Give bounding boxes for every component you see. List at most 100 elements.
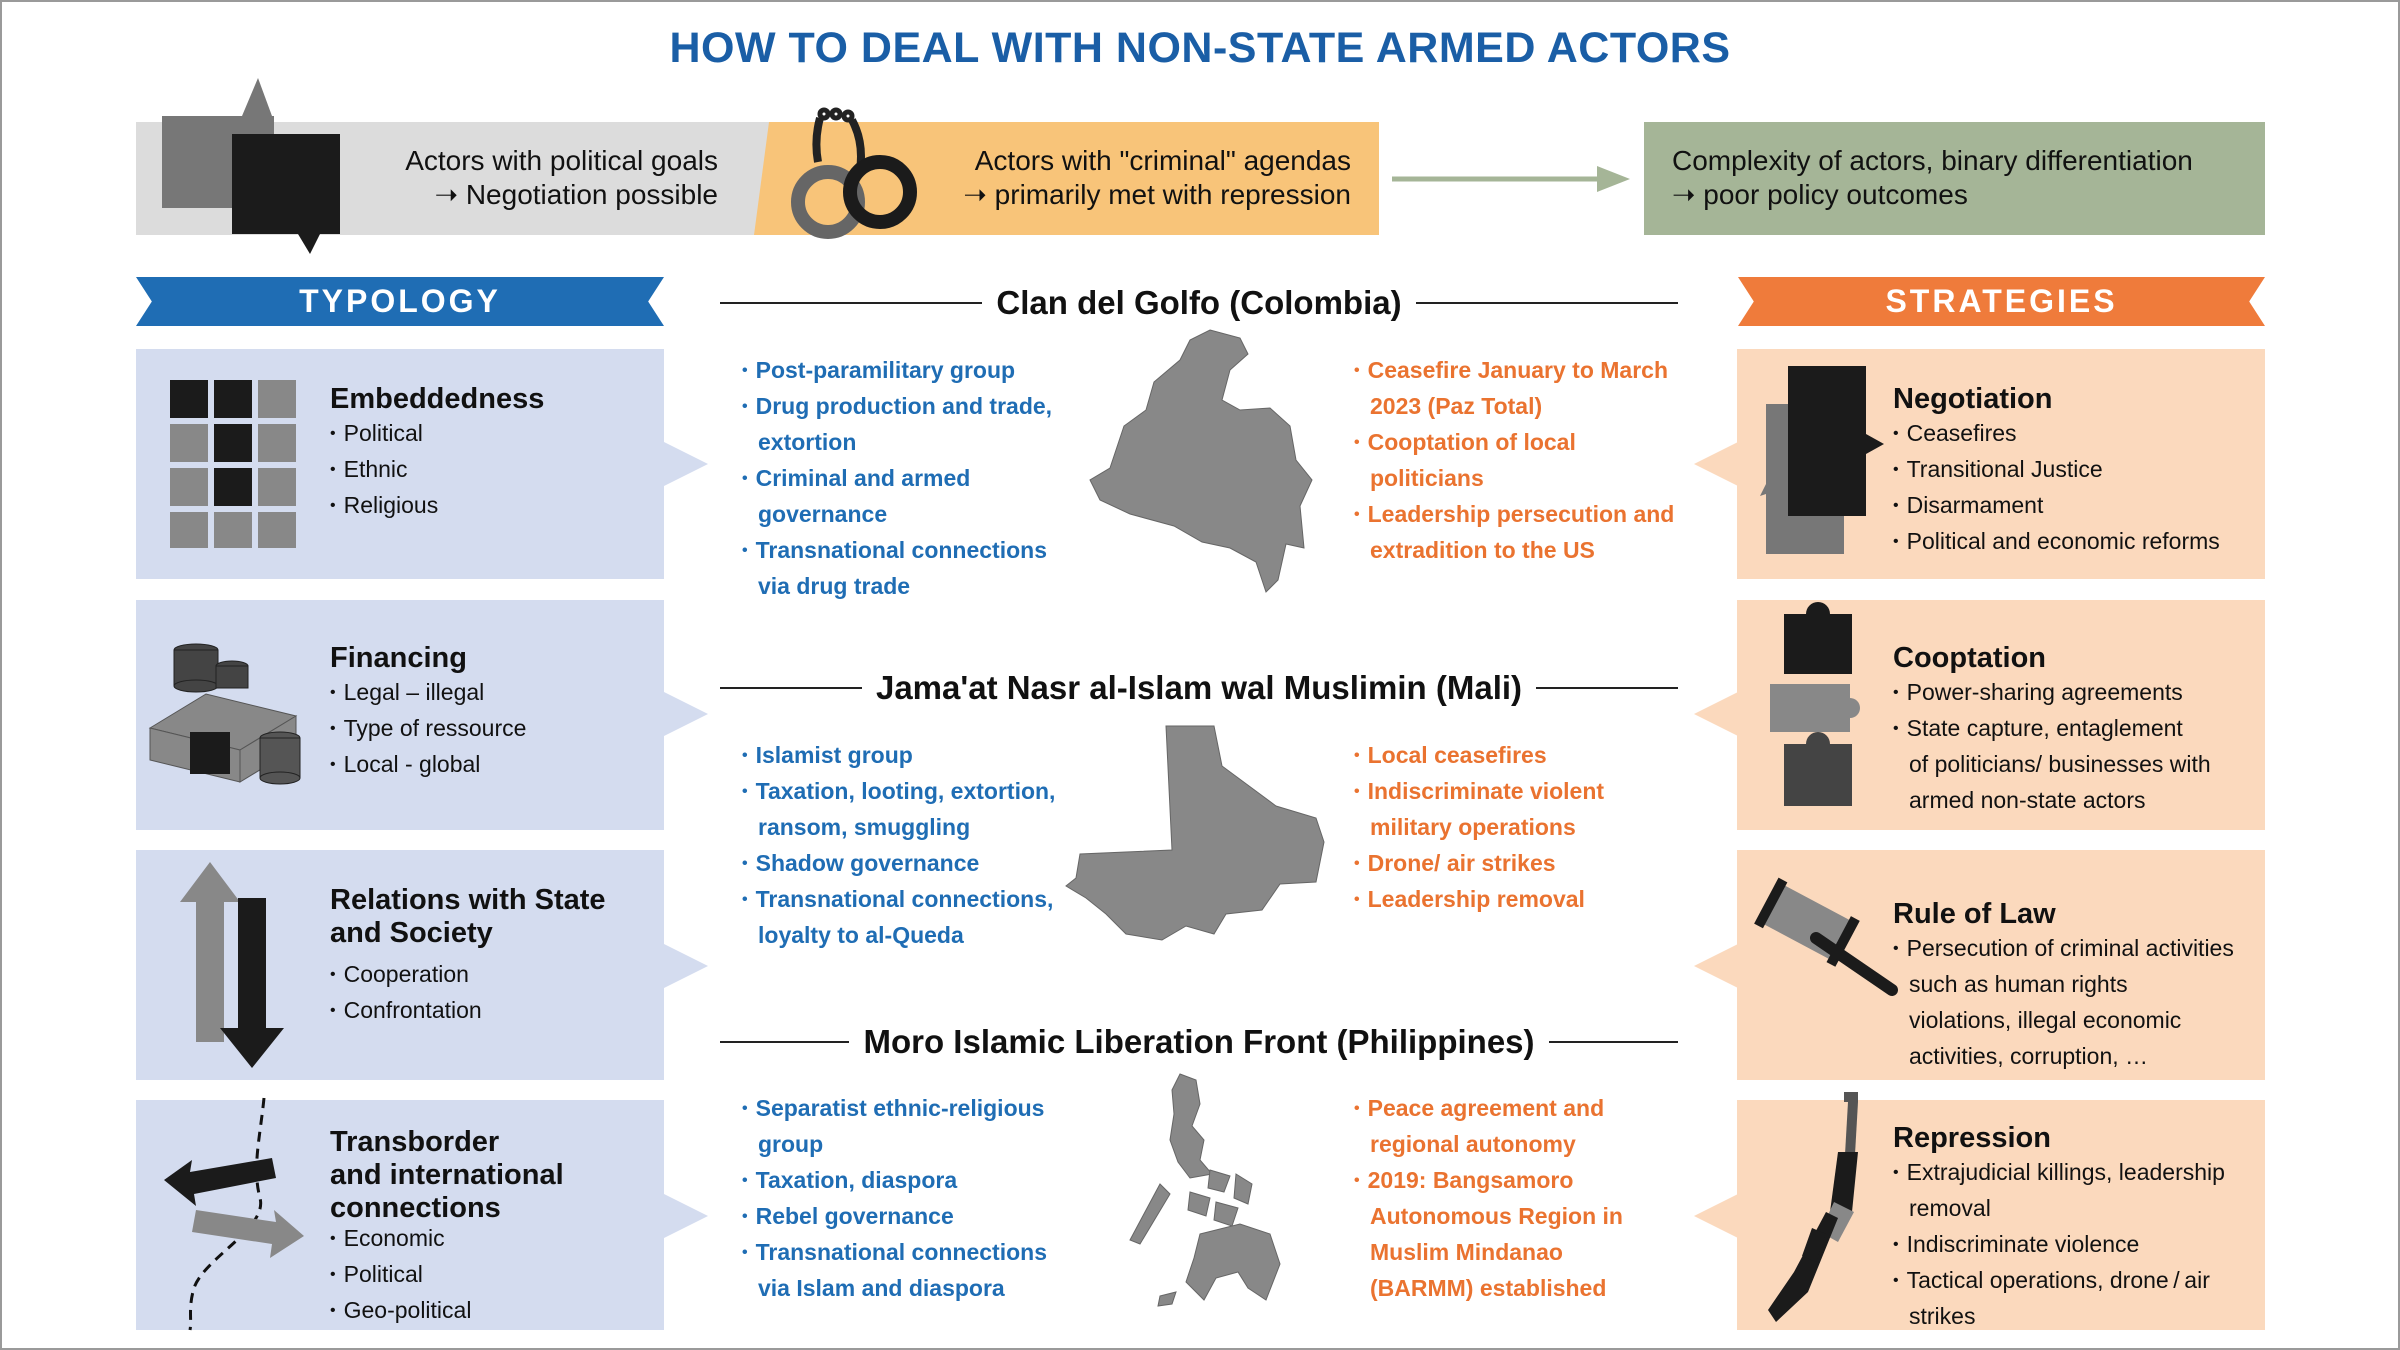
panel-title-line1: Relations with State: [330, 884, 606, 916]
typology-header: TYPOLOGY: [136, 277, 664, 326]
panel-pointer: [1694, 692, 1738, 736]
complexity-box: Complexity of actors, binary differentia…: [1644, 122, 2265, 235]
list-item: Taxation, looting, extortion,: [742, 775, 1056, 811]
list-item: Economic: [330, 1222, 471, 1258]
panel-title: Embeddedness: [330, 383, 545, 415]
up-down-arrows-icon: [180, 862, 284, 1068]
list-item: (BARMM) established: [1370, 1275, 1607, 1301]
list-item: governance: [758, 501, 888, 527]
grid-blocks-icon: [170, 380, 296, 548]
list-item: Disarmament: [1893, 489, 2220, 525]
list-item: Drug production and trade,: [742, 390, 1052, 426]
list-item: Rebel governance: [742, 1200, 1047, 1236]
list-item: 2019: Bangsamoro: [1354, 1164, 1623, 1200]
case-responses-philippines: Peace agreement and regional autonomy 20…: [1354, 1092, 1623, 1308]
list-item: 2023 (Paz Total): [1370, 393, 1543, 419]
list-item: Leadership removal: [1354, 883, 1604, 919]
list-item: activities, corruption, …: [1909, 1043, 2149, 1069]
list-item: Cooperation: [330, 958, 482, 994]
political-actors-line1: Actors with political goals: [405, 145, 718, 176]
rifle-icon: [1768, 1092, 1858, 1322]
list-item: Tactical operations, drone / air: [1893, 1264, 2225, 1300]
list-item: Political: [330, 417, 438, 453]
panel-pointer: [664, 692, 708, 736]
criminal-actors-line2: primarily met with repression: [994, 179, 1351, 210]
political-actors-line2: Negotiation possible: [465, 179, 718, 210]
panel-pointer: [1694, 1194, 1738, 1238]
list-item: Geo-political: [330, 1294, 472, 1330]
list-item: Political: [330, 1258, 471, 1294]
list-item: Legal – illegal: [330, 676, 526, 712]
list-item: extortion: [758, 429, 857, 455]
list-item: regional autonomy: [1370, 1131, 1576, 1157]
list-item: strikes: [1909, 1303, 1976, 1329]
handcuffs-icon: [791, 107, 917, 239]
panel-title-line2: and international: [330, 1159, 564, 1191]
case-characteristics-mali: Islamist group Taxation, looting, extort…: [742, 739, 1056, 955]
divider-line: [1415, 302, 1678, 304]
list-item: such as human rights: [1909, 971, 2128, 997]
divider-line: [1548, 1041, 1679, 1043]
list-item: Transnational connections,: [742, 883, 1055, 919]
list-item: military operations: [1370, 814, 1576, 840]
list-item: Indiscriminate violence: [1893, 1228, 2225, 1264]
list-item: of politicians/ businesses with: [1909, 751, 2211, 777]
list-item: group: [758, 1131, 824, 1157]
list-item: Indiscriminate violent: [1354, 775, 1604, 811]
list-item: via Islam and diaspora: [758, 1275, 1005, 1301]
speech-bubbles-icon: [162, 78, 340, 254]
list-item: Ethnic: [330, 453, 438, 489]
list-item: Confrontation: [330, 994, 482, 1030]
list-item: Transnational connections: [742, 1236, 1047, 1272]
list-item: Peace agreement and: [1354, 1092, 1623, 1128]
mali-map-icon: [1065, 725, 1325, 941]
panel-title: Rule of Law: [1893, 898, 2056, 930]
list-item: Cooptation of local: [1354, 426, 1674, 462]
panel-title: Repression: [1893, 1122, 2051, 1154]
case-header-philippines: Moro Islamic Liberation Front (Philippin…: [720, 1022, 1679, 1062]
list-item: Religious: [330, 489, 439, 525]
page-title: HOW TO DEAL WITH NON-STATE ARMED ACTORS: [669, 24, 1731, 72]
list-item: armed non-state actors: [1909, 787, 2146, 813]
case-responses-colombia: Ceasefire January to March 2023 (Paz Tot…: [1354, 354, 1675, 570]
list-item: removal: [1909, 1195, 1991, 1221]
list-item: via drug trade: [758, 573, 911, 599]
divider-line: [720, 1041, 850, 1043]
case-name: Jama'at Nasr al-Islam wal Muslimin (Mali…: [875, 669, 1523, 706]
case-name: Moro Islamic Liberation Front (Philippin…: [863, 1023, 1535, 1060]
arrow-right-icon: ➝: [963, 179, 987, 210]
panel-title: Financing: [330, 642, 467, 674]
gavel-icon: [1754, 877, 1898, 996]
list-item: Autonomous Region in: [1370, 1203, 1623, 1229]
list-item: State capture, entaglement: [1893, 712, 2211, 748]
list-item: Local - global: [330, 748, 526, 784]
divider-line: [720, 687, 862, 689]
complexity-line2: poor policy outcomes: [1703, 179, 1968, 210]
arrow-right-icon: ➝: [434, 179, 459, 210]
panel-title: Cooptation: [1893, 642, 2047, 674]
list-item: violations, illegal economic: [1909, 1007, 2182, 1033]
list-item: extradition to the US: [1370, 537, 1595, 563]
panel-title-line1: Transborder: [330, 1126, 500, 1158]
money-stacks-icon: [148, 643, 301, 785]
case-header-colombia: Clan del Golfo (Colombia): [720, 283, 1678, 323]
panel-pointer: [664, 1194, 708, 1238]
criminal-actors-line1: Actors with "criminal" agendas: [974, 145, 1351, 176]
list-item: Shadow governance: [742, 847, 1055, 883]
list-item: Taxation, diaspora: [742, 1164, 1047, 1200]
list-item: Type of ressource: [330, 712, 527, 748]
list-item: Local ceasefires: [1354, 739, 1604, 775]
list-item: Criminal and armed: [742, 462, 1052, 498]
list-item: Islamist group: [742, 739, 1055, 775]
colombia-map-icon: [1089, 329, 1313, 593]
list-item: loyalty to al-Queda: [758, 922, 964, 948]
complexity-line1: Complexity of actors, binary differentia…: [1672, 145, 2193, 176]
strategies-header: STRATEGIES: [1738, 277, 2265, 326]
panel-pointer: [664, 442, 708, 486]
panel-pointer: [1694, 442, 1738, 486]
list-item: Muslim Mindanao: [1370, 1239, 1563, 1265]
list-item: ransom, smuggling: [758, 814, 971, 840]
panel-pointer: [664, 944, 708, 988]
strategy-panel-rule-of-law: Rule of Law Persecution of criminal acti…: [1737, 850, 2265, 1080]
list-item: Leadership persecution and: [1354, 498, 1675, 534]
